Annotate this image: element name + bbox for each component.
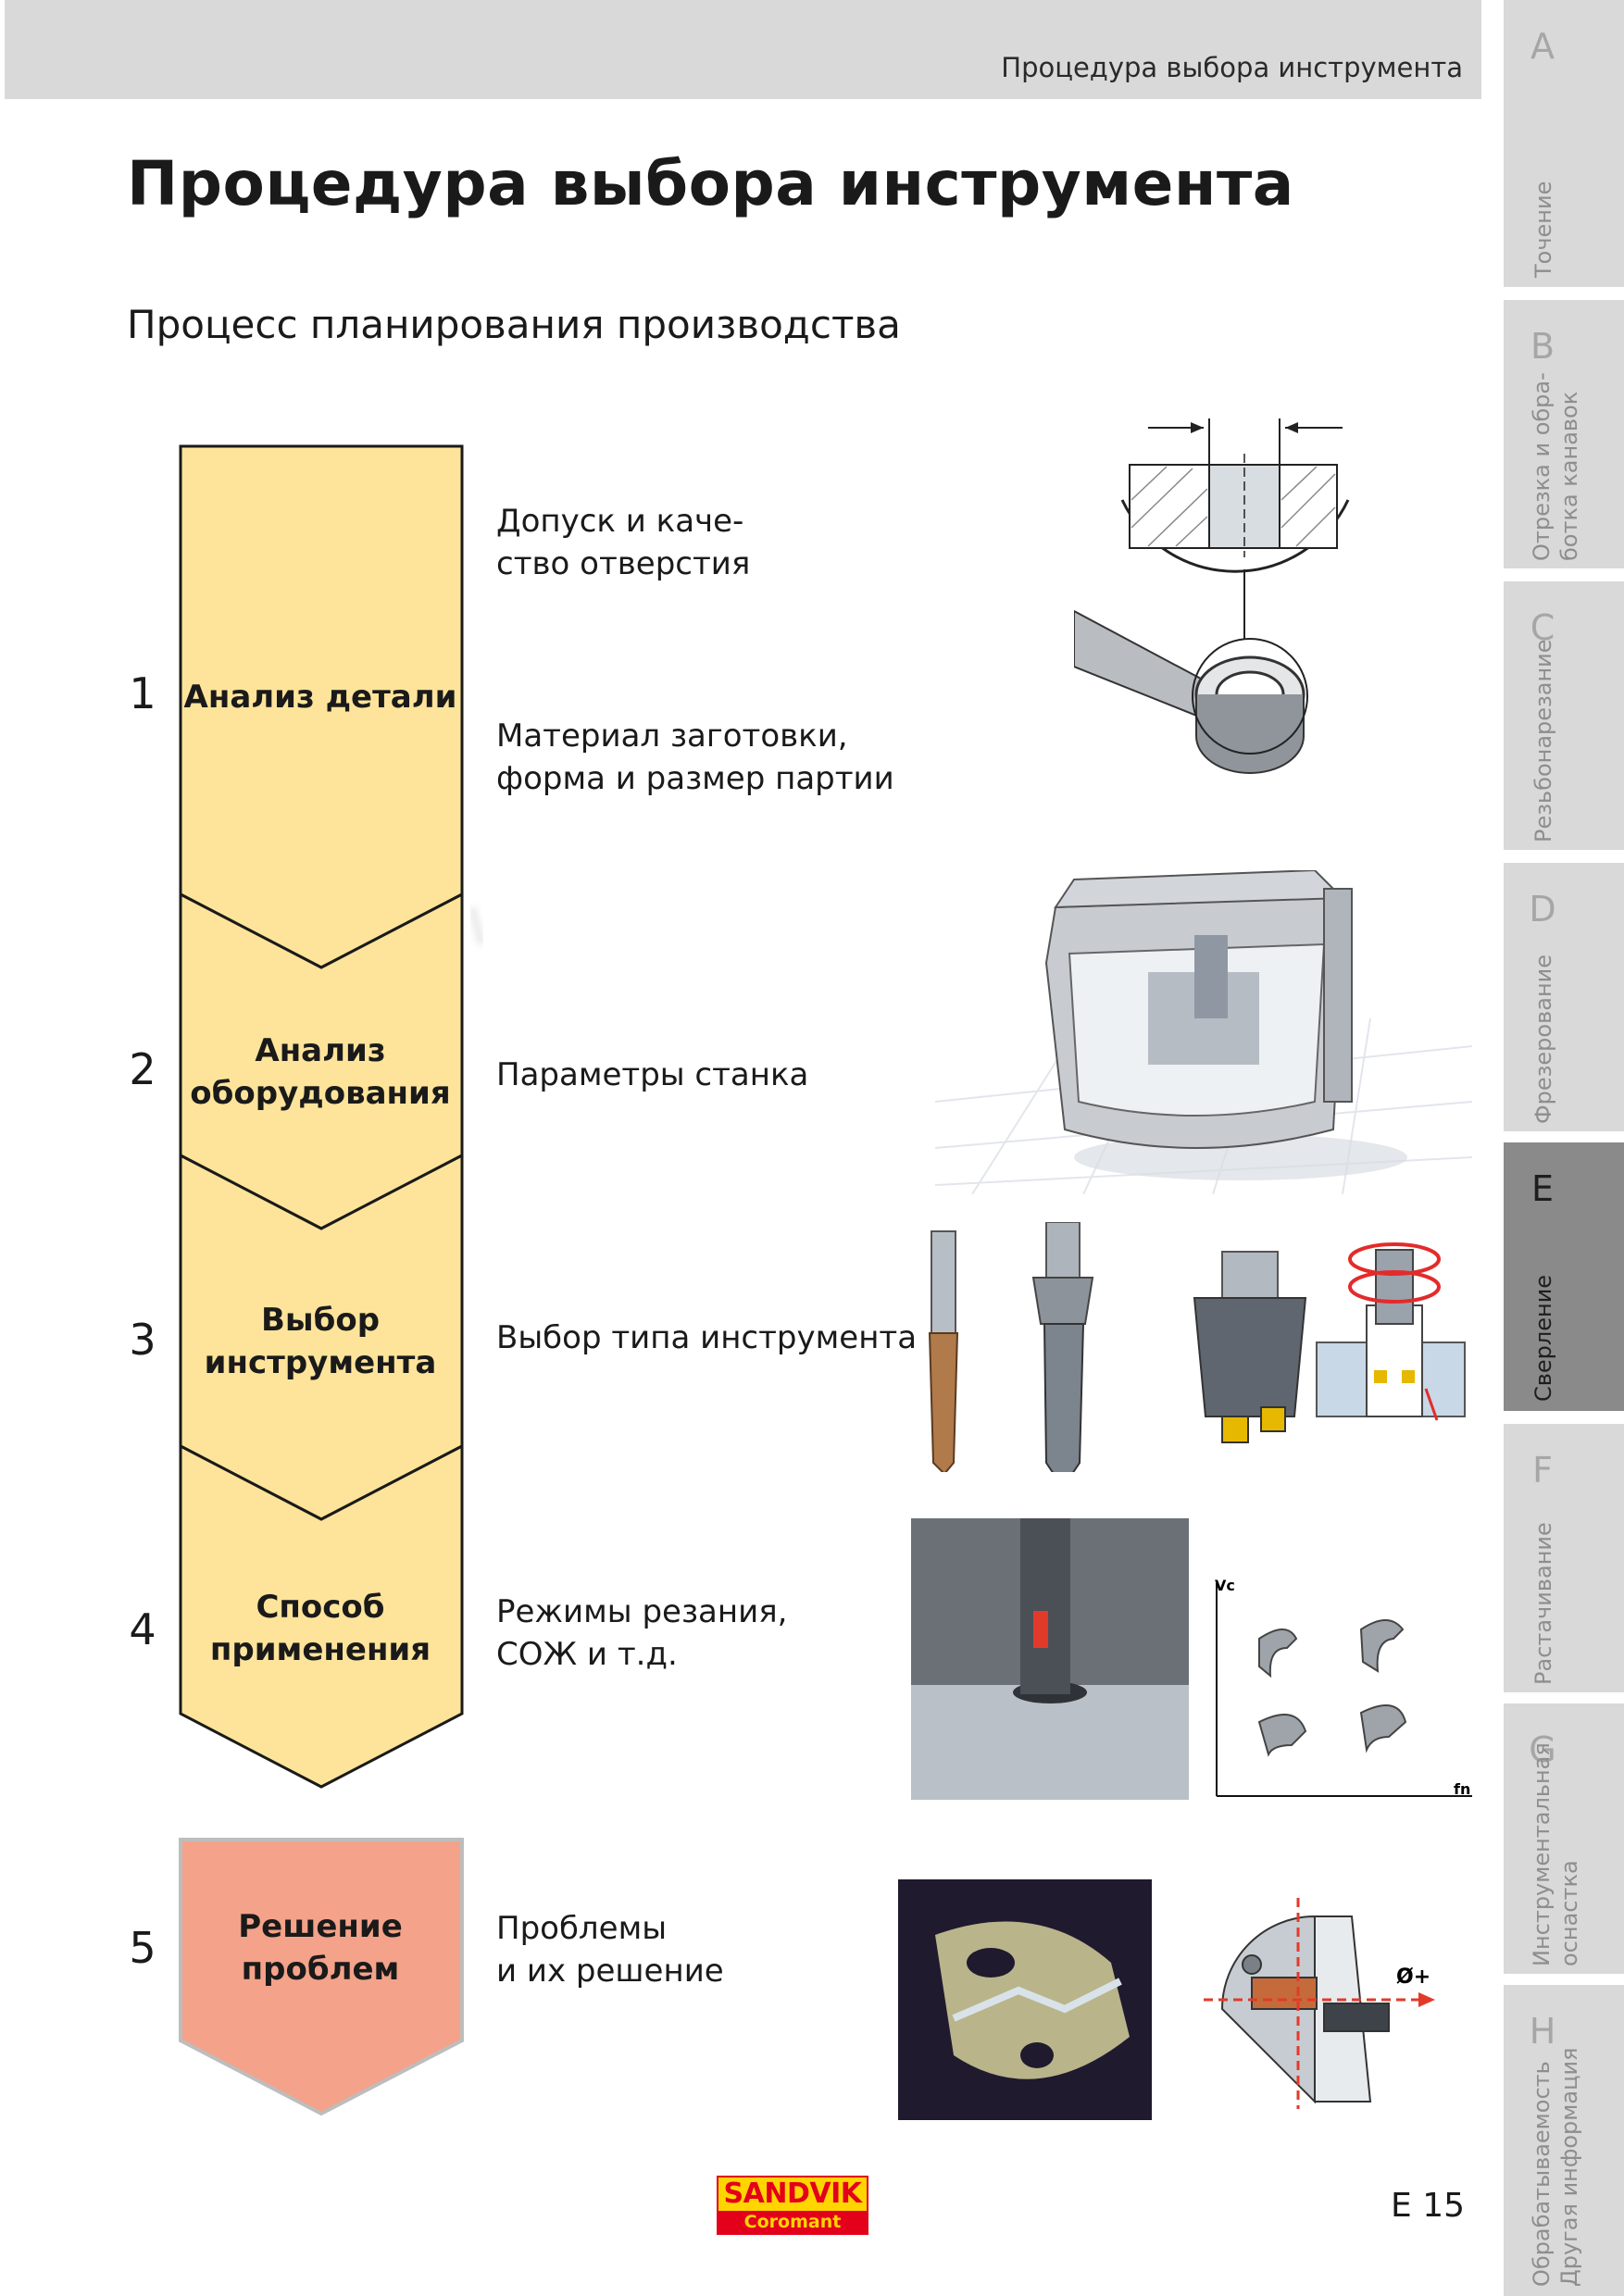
side-tab-c-letter: C: [1530, 607, 1555, 648]
side-tab-c-text: Резьбонарезание: [1530, 639, 1556, 842]
drill-failure-photo: [898, 1879, 1152, 2120]
side-tab-b[interactable]: B Отрезка и обра-ботка канавок: [1504, 300, 1624, 568]
step-1-text-tolerance: Допуск и каче-ство отверстия: [496, 503, 751, 582]
side-tab-a-letter: A: [1530, 26, 1555, 67]
page-subtitle: Процесс планирования производства: [127, 302, 901, 347]
side-tab-d-text: Фрезерование: [1530, 954, 1556, 1124]
side-tab-d[interactable]: D Фрезерование: [1504, 863, 1624, 1131]
side-tab-f-text: Растачивание: [1530, 1522, 1556, 1685]
side-tab-e-letter: E: [1530, 1168, 1554, 1209]
step-1-number: 1: [129, 668, 156, 718]
side-tab-f[interactable]: F Растачивание: [1504, 1424, 1624, 1692]
side-tab-c[interactable]: C Резьбонарезание: [1504, 581, 1624, 850]
logo-main-text: SANDVIK: [718, 2177, 867, 2211]
flow-diagram: [179, 444, 484, 2116]
step-2-number: 2: [129, 1044, 156, 1094]
step-5-number: 5: [129, 1923, 156, 1973]
step-1-text-material: Материал заготовки,форма и размер партии: [496, 718, 894, 797]
deflection-diagram: Ø+: [1204, 1898, 1435, 2109]
side-tab-e-text: Сверление: [1530, 1274, 1556, 1402]
flow-step-5-shape: [179, 1838, 464, 2116]
step-1-label: Анализ детали: [183, 679, 457, 716]
chart-axis-y-label: Vc: [1215, 1577, 1235, 1594]
header-bar: [5, 0, 1481, 99]
side-tab-b-text: Отрезка и обра-ботка канавок: [1529, 372, 1582, 561]
drilling-photo: [911, 1518, 1189, 1800]
side-tab-a[interactable]: A Точение: [1504, 0, 1624, 287]
step-4-text: Режимы резания,СОЖ и т.д.: [496, 1593, 788, 1673]
drilling-tools-illustration: [928, 1222, 1466, 1472]
sandvik-coromant-logo: SANDVIK Coromant: [717, 2176, 868, 2235]
step-4-number: 4: [129, 1604, 156, 1654]
side-tab-h-letter: H: [1529, 2011, 1556, 2052]
chart-axis-x-label: fn: [1454, 1780, 1470, 1798]
side-tab-a-text: Точение: [1530, 181, 1556, 278]
logo-sub-text: Coromant: [743, 2212, 842, 2232]
connecting-rod-illustration: [1074, 418, 1350, 774]
side-tab-d-letter: D: [1529, 889, 1556, 930]
step-2-text: Параметры станка: [496, 1056, 809, 1093]
step-3-number: 3: [129, 1315, 156, 1365]
running-header: Процедура выбора инструмента: [1001, 52, 1463, 83]
side-tab-e[interactable]: E Сверление: [1504, 1142, 1624, 1411]
side-tab-f-letter: F: [1532, 1450, 1553, 1491]
step-3-text: Выбор типа инструмента: [496, 1319, 918, 1356]
page-number: E 15: [1391, 2187, 1465, 2225]
side-tab-b-letter: B: [1530, 326, 1555, 367]
diameter-label: Ø+: [1396, 1965, 1430, 1989]
chip-form-chart: Vc fn: [1215, 1577, 1472, 1798]
flow-step-4-shape: [179, 1443, 464, 1789]
side-tab-g-letter: G: [1529, 1729, 1556, 1770]
page-title: Процедура выбора инструмента: [127, 148, 1294, 219]
machine-tool-illustration: [935, 870, 1472, 1194]
